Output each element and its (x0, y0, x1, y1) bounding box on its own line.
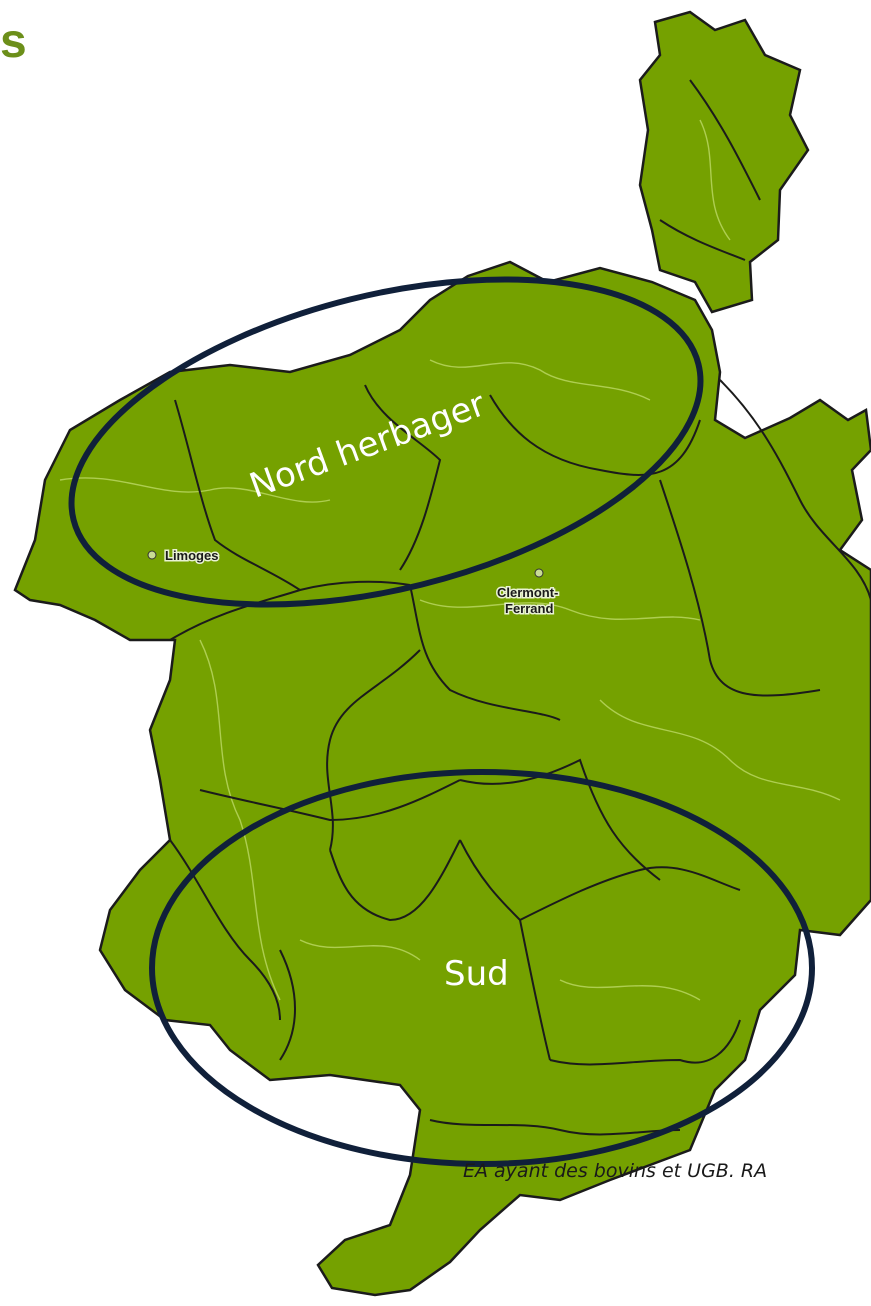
city-limoges: Limoges (147, 547, 220, 565)
city-marker-clermont (534, 568, 544, 578)
north-lobe (638, 10, 810, 314)
zone-label-south: Sud (444, 954, 509, 994)
city-clermont-ferrand: Clermont- Ferrand (496, 568, 560, 618)
page-title-fragment: s (0, 15, 27, 68)
rivers (59, 119, 841, 1001)
city-label-limoges: Limoges (165, 548, 218, 563)
city-label-clermont-line1: Clermont- (497, 585, 558, 600)
zone-ellipse-north (68, 276, 704, 608)
zone-ellipse-south (149, 769, 815, 1167)
city-label-clermont-line2: Ferrand (505, 601, 553, 616)
landmass (13, 10, 871, 1297)
source-note: EA ayant des bovins et UGB. RA (463, 1160, 768, 1182)
city-marker-limoges (147, 550, 157, 560)
department-borders (169, 79, 871, 1136)
main-landmass (13, 260, 871, 1297)
